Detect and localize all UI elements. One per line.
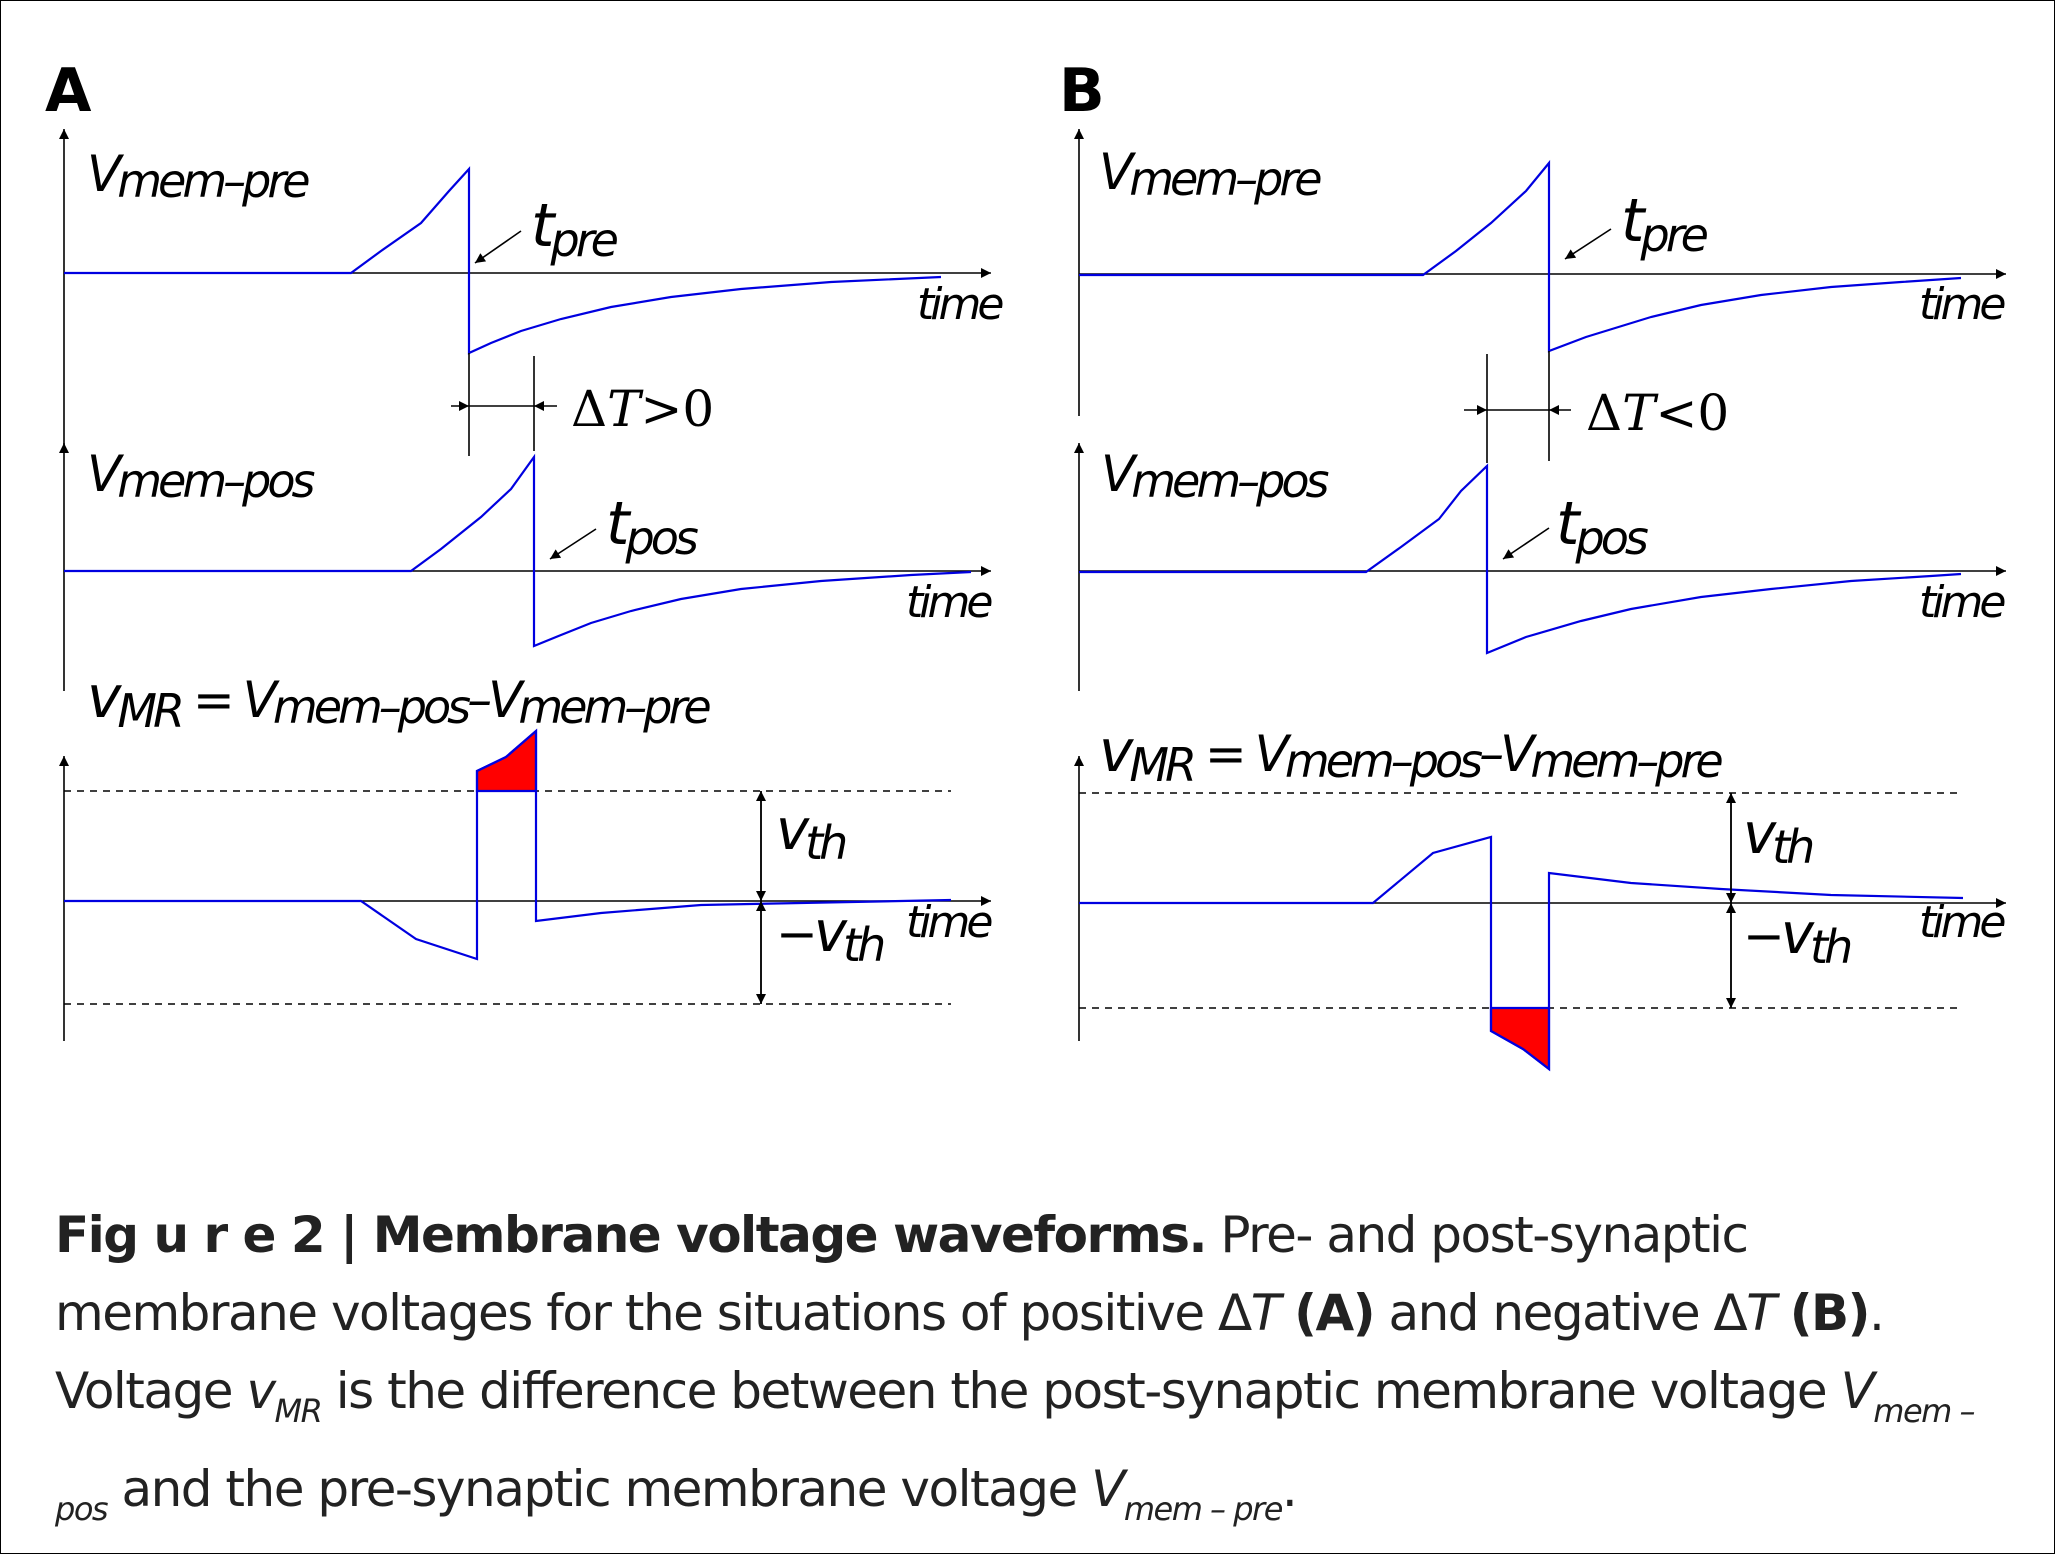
overlap-region-b	[1489, 1006, 1551, 1072]
t-pos-label-a: tpos	[606, 489, 698, 565]
panel-b-pre-plot	[1074, 129, 2006, 416]
panel-letter-a: A	[45, 56, 92, 126]
caption-v: v	[246, 1362, 276, 1420]
caption-text-2: and negative	[1374, 1284, 1714, 1342]
vmem-pos-label-b: Vmem–pos	[1101, 445, 1328, 508]
time-label-a3: time	[906, 897, 992, 948]
time-label-a1: time	[917, 279, 1003, 330]
t-pre-label-a: tpre	[531, 191, 618, 267]
caption-label: Fig u r e 2 | Membrane voltage waveforms…	[55, 1206, 1208, 1264]
caption-delta-2: Δ	[1713, 1284, 1748, 1342]
vth-label-a: vth	[776, 798, 846, 870]
caption-v-pre: V	[1091, 1460, 1125, 1518]
pre-spike-b	[1079, 159, 1962, 353]
caption-mem-pos-sub: mem – pos	[55, 1392, 1975, 1528]
caption-mem-pre-sub: mem – pre	[1123, 1490, 1284, 1528]
caption-text-3: . Voltage	[55, 1284, 1885, 1420]
caption-mr-sub: MR	[274, 1392, 323, 1430]
vmr-equation-a: vMR = Vmem–pos–Vmem–pre	[87, 663, 710, 738]
caption-ref-b: (B)	[1789, 1284, 1871, 1342]
vth-label-b: vth	[1743, 802, 1813, 874]
caption-v-pos: V	[1840, 1362, 1875, 1420]
pos-spike-a	[64, 453, 972, 648]
time-label-a2: time	[906, 577, 992, 628]
panel-b-vmr-plot	[1074, 756, 2006, 1072]
pre-spike-a	[64, 166, 942, 355]
panel-a-pre-plot	[59, 129, 991, 451]
time-label-b2: time	[1919, 577, 2005, 628]
neg-vth-label-a: −vth	[776, 900, 884, 972]
caption-ref-a: (A)	[1294, 1284, 1375, 1342]
delta-t-marker-b	[1464, 351, 1571, 463]
vmem-pos-label-a: Vmem–pos	[87, 445, 314, 508]
time-label-b3: time	[1919, 897, 2005, 948]
panel-a-vmr-plot	[59, 728, 991, 1041]
panel-letter-b: B	[1059, 56, 1105, 126]
caption-text-5: and the pre-synaptic membrane voltage	[107, 1460, 1092, 1518]
caption-text-4: is the difference between the post-synap…	[321, 1362, 1841, 1420]
pos-spike-b	[1079, 463, 1962, 655]
delta-t-marker-a	[451, 353, 557, 456]
time-label-b1: time	[1919, 279, 2005, 330]
delta-t-label-b: ΔT<0	[1586, 384, 1729, 442]
delta-t-label-a: ΔT>0	[571, 380, 714, 438]
vmem-pre-label-a: Vmem–pre	[87, 145, 309, 208]
figure-caption: Fig u r e 2 | Membrane voltage waveforms…	[55, 1196, 2015, 1548]
caption-text-6: .	[1281, 1460, 1298, 1518]
neg-vth-label-b: −vth	[1743, 902, 1851, 974]
caption-delta: Δ	[1218, 1284, 1252, 1342]
caption-t: T	[1250, 1284, 1282, 1342]
vmr-equation-b: vMR = Vmem–pos–Vmem–pre	[1099, 717, 1722, 792]
t-pos-label-b: tpos	[1556, 489, 1648, 565]
panel-a-pos-plot	[59, 443, 991, 691]
t-pre-label-b: tpre	[1621, 186, 1708, 262]
caption-text-1: Pre- and post-synaptic membrane voltages…	[55, 1206, 1749, 1342]
caption-t-2: T	[1746, 1284, 1777, 1342]
vmr-waveform-a	[64, 728, 952, 961]
vmem-pre-label-b: Vmem–pre	[1099, 143, 1321, 206]
vmr-waveform-b	[1079, 835, 1964, 1072]
panel-b-pos-plot	[1074, 443, 2006, 691]
